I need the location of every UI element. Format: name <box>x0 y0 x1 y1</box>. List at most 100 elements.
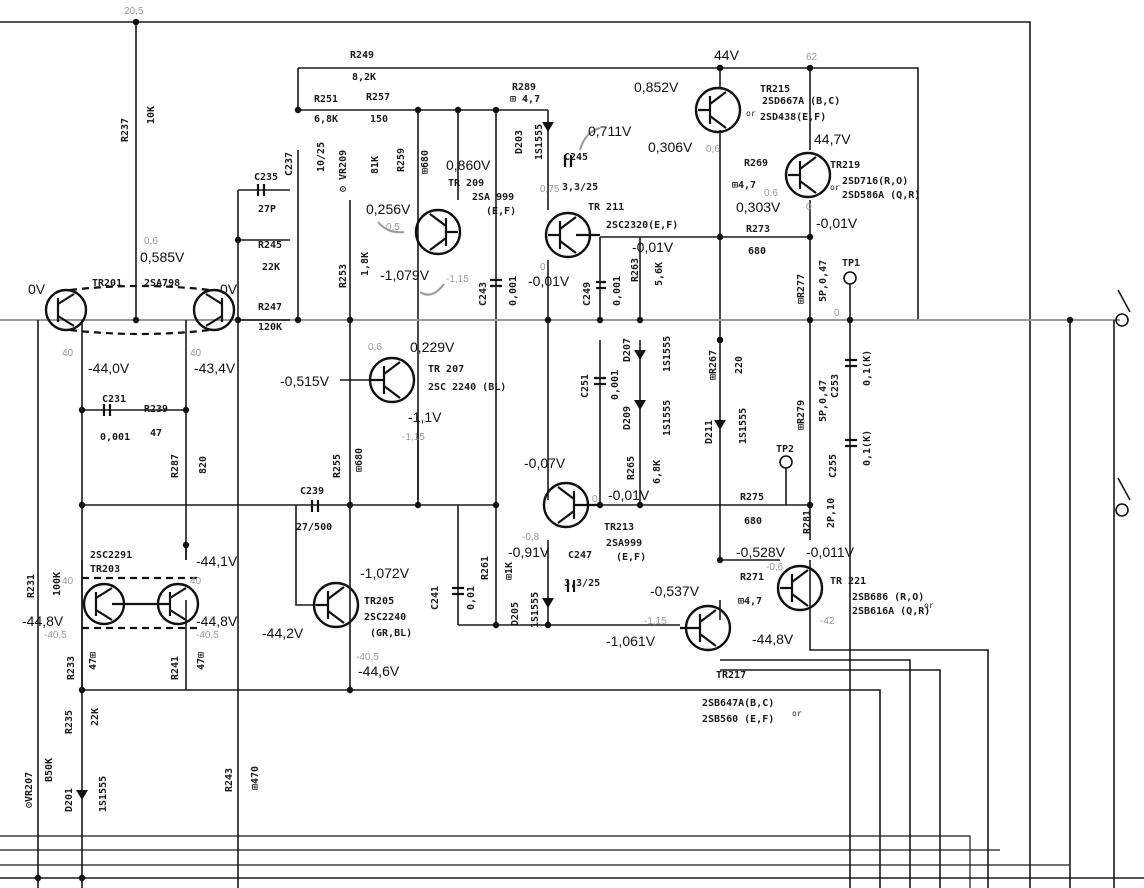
voltage-0v-right: 0V <box>220 281 238 297</box>
voltage-115: -1,15 <box>446 274 469 285</box>
tr213-name: TR213 <box>604 522 634 533</box>
label-r275: R275 <box>740 492 764 503</box>
tr205-part-b: (GR,BL) <box>370 628 412 639</box>
label-d201: D201 <box>64 788 75 812</box>
tr215-part-b: 2SD438(E,F) <box>760 112 826 123</box>
label-r243: R243 <box>224 768 235 792</box>
label-r231-value: 100K <box>52 572 63 596</box>
label-c235: C235 <box>254 172 278 183</box>
label-r247: R247 <box>258 302 282 313</box>
tr219-or: or <box>830 183 840 192</box>
label-r279: ⊞R279 <box>796 400 807 430</box>
voltage-448-left: -44,8V <box>22 613 64 629</box>
label-c253: C253 <box>830 374 841 398</box>
voltage-447: 44,7V <box>814 131 851 147</box>
label-r247-value: 120K <box>258 322 282 333</box>
transistor-tr213 <box>542 481 600 529</box>
label-vr207: ⊝VR207 <box>24 772 35 808</box>
label-r275-value: 680 <box>744 516 762 527</box>
tr209-name: TR 209 <box>448 178 484 189</box>
tr213-part-b: (E,F) <box>616 552 646 563</box>
voltage-11: -1,1V <box>408 409 442 425</box>
label-c237: C237 <box>284 152 295 176</box>
voltage-0585: 0,585V <box>140 249 185 265</box>
label-r277: ⊞R277 <box>796 274 807 304</box>
label-d207: D207 <box>622 338 633 362</box>
tr211-part-a: 2SC2320(E,F) <box>606 220 678 231</box>
voltage-441: -44,1V <box>196 553 238 569</box>
transistor-tr217 <box>680 604 732 652</box>
voltage-0-tr211: 0 <box>540 262 546 273</box>
label-c251: C251 <box>580 374 591 398</box>
transistor-tr211 <box>544 211 600 259</box>
label-c249: C249 <box>582 282 593 306</box>
voltage-0303: 0,303V <box>736 199 781 215</box>
tr215-or: or <box>746 109 756 118</box>
label-c231-value: 0,001 <box>100 432 130 443</box>
label-r273: R273 <box>746 224 770 235</box>
label-d203-value: 1S1555 <box>534 124 545 160</box>
tr219-part-a: 2SD716(R,O) <box>842 176 908 187</box>
label-r253-value: 1,8K <box>360 252 371 276</box>
label-r269-value: ⊞4,7 <box>732 180 756 191</box>
label-r273-value: 680 <box>748 246 766 257</box>
voltage-62: 62 <box>806 52 818 63</box>
tr209-part-a: 2SA 999 <box>472 192 514 203</box>
component-labels: R237 10K R249 8,2K R251 6,8K R257 150 R2… <box>24 50 873 812</box>
label-d201-value: 1S1555 <box>98 776 109 812</box>
voltage-labels: 20,5 44V 62 0,852V 0,711V 0,306V 0,6 44,… <box>22 6 858 679</box>
arrows <box>377 127 601 296</box>
voltage-44v: 44V <box>714 47 740 63</box>
label-r237: R237 <box>120 118 131 142</box>
tr205-part-a: 2SC2240 <box>364 612 406 623</box>
voltage-0229: 0,229V <box>410 339 455 355</box>
label-d209: D209 <box>622 406 633 430</box>
tr201-name: TR201 <box>92 278 122 289</box>
label-r255-value: ⊞680 <box>354 448 365 472</box>
voltage-434: -43,4V <box>194 360 236 376</box>
tr217-part-a: 2SB647A(B,C) <box>702 698 774 709</box>
label-r233-value: 47⊞ <box>88 652 99 670</box>
tr217-name: TR217 <box>716 670 746 681</box>
voltage-0256: 0,256V <box>366 201 411 217</box>
voltage-20-5: 20,5 <box>124 6 144 17</box>
label-vr207-value: B50K <box>44 758 55 782</box>
label-r267-value: 220 <box>734 356 745 374</box>
label-c239-value: 27/500 <box>296 522 332 533</box>
transistor-labels: TR215 or 2SD667A (B,C) 2SD438(E,F) TR219… <box>90 84 934 725</box>
voltage-06-b: 0,6 <box>764 188 778 199</box>
label-r233: R233 <box>66 656 77 680</box>
label-c239: C239 <box>300 486 324 497</box>
label-r243-value: ⊞470 <box>250 766 261 790</box>
label-c235-value: 27P <box>258 204 276 215</box>
voltage-115c: -1,15 <box>644 616 667 627</box>
tr217-or: or <box>792 709 802 718</box>
tr215-part-a: 2SD667A (B,C) <box>762 96 840 107</box>
label-d207-value: 1S1555 <box>662 336 673 372</box>
transistor-tr219 <box>784 151 832 199</box>
label-vr209: ⊝ VR209 <box>338 150 349 192</box>
tr221-name: TR 221 <box>830 576 866 587</box>
voltage-06-tr207: 0,6 <box>368 342 382 353</box>
voltage-091: -0,91V <box>508 544 550 560</box>
label-r259-value: ⊞680 <box>420 150 431 174</box>
label-r237-value: 10K <box>146 106 157 124</box>
tr211-name: TR 211 <box>588 202 624 213</box>
transistor-tr207 <box>368 356 416 404</box>
tr213-part-a: 2SA999 <box>606 538 642 549</box>
voltage-0-mid: 0 <box>834 308 840 319</box>
transistor-tr209 <box>414 208 462 256</box>
junction-dots <box>34 18 1074 882</box>
label-r241: R241 <box>170 656 181 680</box>
output-terminals <box>1115 289 1131 517</box>
label-r249: R249 <box>350 50 374 61</box>
tr201-part-a: 2SA798 <box>144 278 180 289</box>
label-r239-value: 47 <box>150 428 162 439</box>
label-r245-value: 22K <box>262 262 280 273</box>
voltage-1079: -1,079V <box>380 267 430 283</box>
label-r245: R245 <box>258 240 282 251</box>
label-r239: R239 <box>144 404 168 415</box>
label-c237-value: 10/25 <box>316 142 327 172</box>
voltage-06-a: 0,6 <box>706 144 720 155</box>
voltage-40-b: 40 <box>190 348 202 359</box>
